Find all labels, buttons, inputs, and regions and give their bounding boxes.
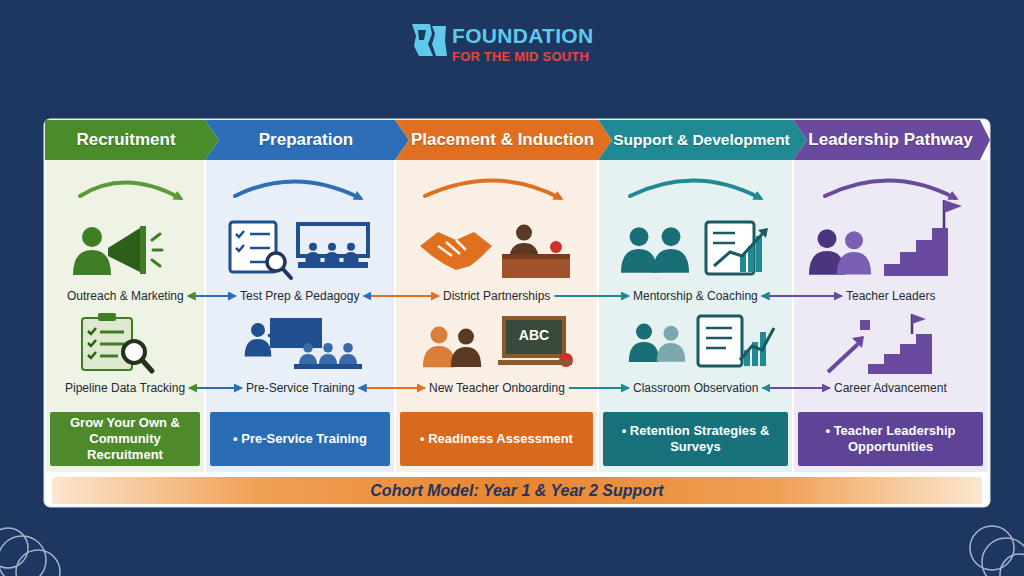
flow-arrow xyxy=(762,387,830,389)
summary-box: Grow Your Own & Community Recruitment xyxy=(50,412,200,466)
node-text: Classroom Observation xyxy=(633,381,758,395)
node-text: Leadership Pathway xyxy=(808,130,972,150)
node-text: Recruitment xyxy=(76,130,175,150)
summary-box: • Pre-Service Training xyxy=(210,412,390,466)
activity-item: Test Prep & Pedagogy xyxy=(236,288,363,304)
flow-arrow xyxy=(569,387,629,389)
node-text: Mentorship & Coaching xyxy=(633,289,758,303)
node-text: Teacher Leaders xyxy=(846,289,935,303)
node-text: • Readiness Assessment xyxy=(420,431,573,447)
stage-header: Preparation xyxy=(205,120,409,160)
chalkboard-text: ABC xyxy=(510,327,558,343)
node-text: • Teacher Leadership Opportunities xyxy=(806,423,975,456)
summary-box: • Teacher Leadership Opportunities xyxy=(798,412,983,466)
flow-arrow xyxy=(188,295,236,297)
chevron-fill xyxy=(205,120,409,160)
chevron-fill xyxy=(45,120,219,160)
stage-header: Placement & Induction xyxy=(395,120,612,160)
chevron-fill xyxy=(395,120,612,160)
stage-header: Support & Development xyxy=(598,120,807,160)
activity-item: District Partnerships xyxy=(439,288,554,304)
activity-item: New Teacher Onboarding xyxy=(425,380,569,396)
node-text: Placement & Induction xyxy=(411,130,594,150)
node-text: Career Advancement xyxy=(834,381,947,395)
stage-header: Recruitment xyxy=(45,120,219,160)
node-text: District Partnerships xyxy=(443,289,550,303)
flow-arrow xyxy=(554,295,629,297)
node-text: Support & Development xyxy=(613,131,790,149)
activity-item: Classroom Observation xyxy=(629,380,762,396)
node-text: • Retention Strategies & Surveys xyxy=(611,423,780,456)
flow-arrow xyxy=(762,295,842,297)
logo-title: FOUNDATION xyxy=(452,24,593,48)
node-text: Pre-Service Training xyxy=(246,381,355,395)
node-text: New Teacher Onboarding xyxy=(429,381,565,395)
logo-mark xyxy=(412,24,447,56)
node-text: Test Prep & Pedagogy xyxy=(240,289,359,303)
activity-item: Pre-Service Training xyxy=(242,380,359,396)
stage-header: Leadership Pathway xyxy=(793,120,990,160)
node-text: Outreach & Marketing xyxy=(67,289,184,303)
cohort-band: Cohort Model: Year 1 & Year 2 Support xyxy=(52,477,982,504)
activity-item: Career Advancement xyxy=(830,380,951,396)
flow-arrow xyxy=(189,387,242,389)
node-text: Pipeline Data Tracking xyxy=(65,381,185,395)
activity-item: Mentorship & Coaching xyxy=(629,288,762,304)
summary-box: • Readiness Assessment xyxy=(400,412,593,466)
flow-arrow xyxy=(359,387,425,389)
node-text: • Pre-Service Training xyxy=(233,431,367,447)
activity-item: Teacher Leaders xyxy=(842,288,939,304)
chevron-fill xyxy=(598,120,807,160)
activity-item: Pipeline Data Tracking xyxy=(61,380,189,396)
chevron-fill xyxy=(793,120,990,160)
activity-item: Outreach & Marketing xyxy=(63,288,188,304)
logo-subtitle: FOR THE MID SOUTH xyxy=(452,49,589,64)
node-text: Grow Your Own & Community Recruitment xyxy=(58,415,192,464)
summary-box: • Retention Strategies & Surveys xyxy=(603,412,788,466)
flow-arrow xyxy=(363,295,439,297)
node-text: Cohort Model: Year 1 & Year 2 Support xyxy=(370,482,663,500)
node-text: Preparation xyxy=(259,130,353,150)
